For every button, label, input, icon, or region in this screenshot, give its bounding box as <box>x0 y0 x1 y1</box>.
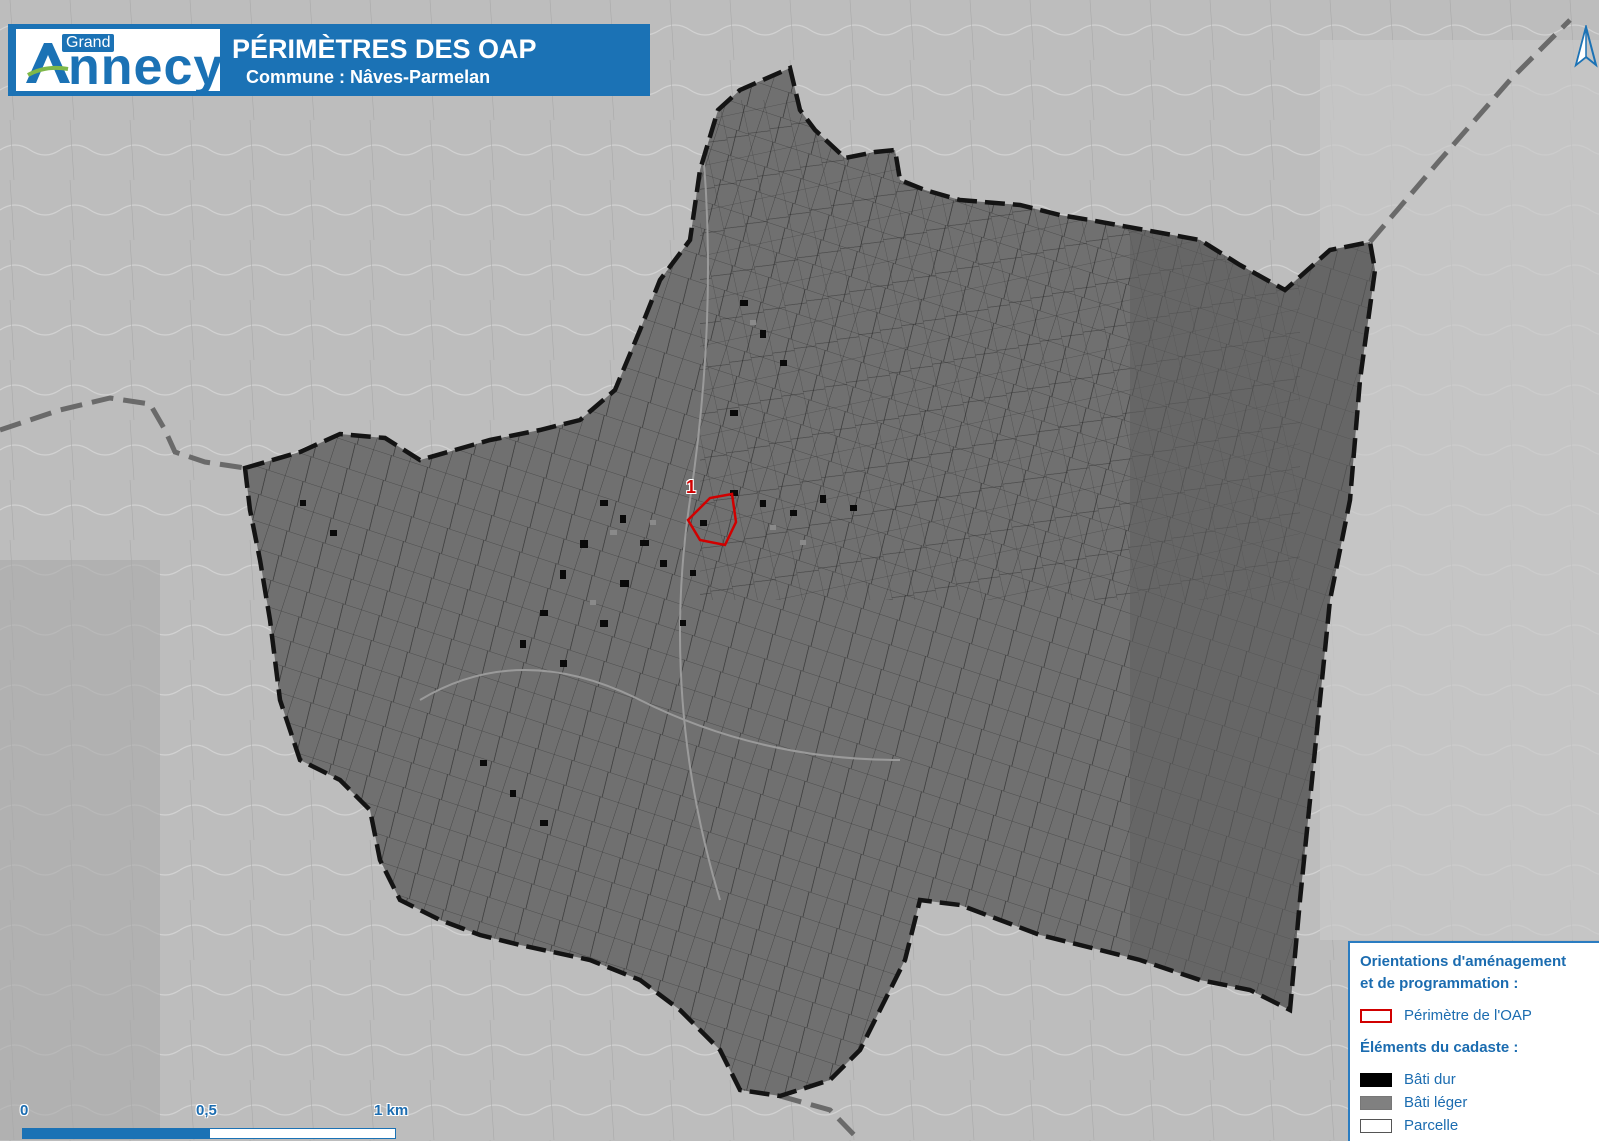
parcelle-swatch <box>1360 1119 1392 1133</box>
scale-segment-2 <box>209 1128 396 1139</box>
legend-heading-cadastre: Éléments du cadaste : <box>1360 1039 1519 1056</box>
commune-boundary <box>242 64 1378 1099</box>
scale-label-0: 0 <box>20 1102 29 1119</box>
page-subtitle: Commune : Nâves-Parmelan <box>246 67 491 87</box>
bati-leger-cluster <box>590 320 806 605</box>
legend-item-bati-leger-label: Bâti léger <box>1404 1094 1468 1111</box>
bati-dur-cluster <box>300 300 857 826</box>
bati-dur-swatch <box>1360 1073 1392 1087</box>
legend-item-parcelle-label: Parcelle <box>1404 1117 1459 1134</box>
logo-main-text: nnecy <box>68 38 224 96</box>
neighbor-boundary-northeast <box>1368 18 1572 244</box>
urban-west <box>0 560 160 1140</box>
oap-swatch <box>1360 1009 1392 1023</box>
north-arrow-icon <box>1574 25 1598 68</box>
legend-item-oap-label: Périmètre de l'OAP <box>1404 1007 1532 1024</box>
logo-a-icon <box>26 43 70 83</box>
legend-heading-oap-line2: et de programmation : <box>1360 975 1519 992</box>
page-title: PÉRIMÈTRES DES OAP <box>232 34 537 64</box>
oap-number-label[interactable]: 1 <box>686 477 697 497</box>
neighbor-boundary-west <box>0 395 246 471</box>
scale-label-end: 1 km <box>374 1102 409 1119</box>
oap-perimeter[interactable] <box>686 492 738 547</box>
scale-segment-1 <box>22 1128 209 1139</box>
legend-heading-oap: Orientations d'aménagement <box>1360 953 1567 970</box>
forest-east <box>1320 40 1599 940</box>
logo-small-text: Grand <box>62 34 115 52</box>
scale-label-mid: 0,5 <box>196 1102 217 1119</box>
grand-annecy-logo: Grand nnecy <box>16 29 224 96</box>
legend-panel: Orientations d'aménagement et de program… <box>1348 941 1599 1141</box>
title-banner: Grand nnecy PÉRIMÈTRES DES OAP Commune :… <box>8 24 650 96</box>
legend-item-bati-dur-label: Bâti dur <box>1404 1071 1456 1088</box>
neighbor-boundary-south <box>779 1093 862 1141</box>
bati-leger-swatch <box>1360 1096 1392 1110</box>
scale-bar: 0 0,5 1 km <box>20 1102 408 1141</box>
